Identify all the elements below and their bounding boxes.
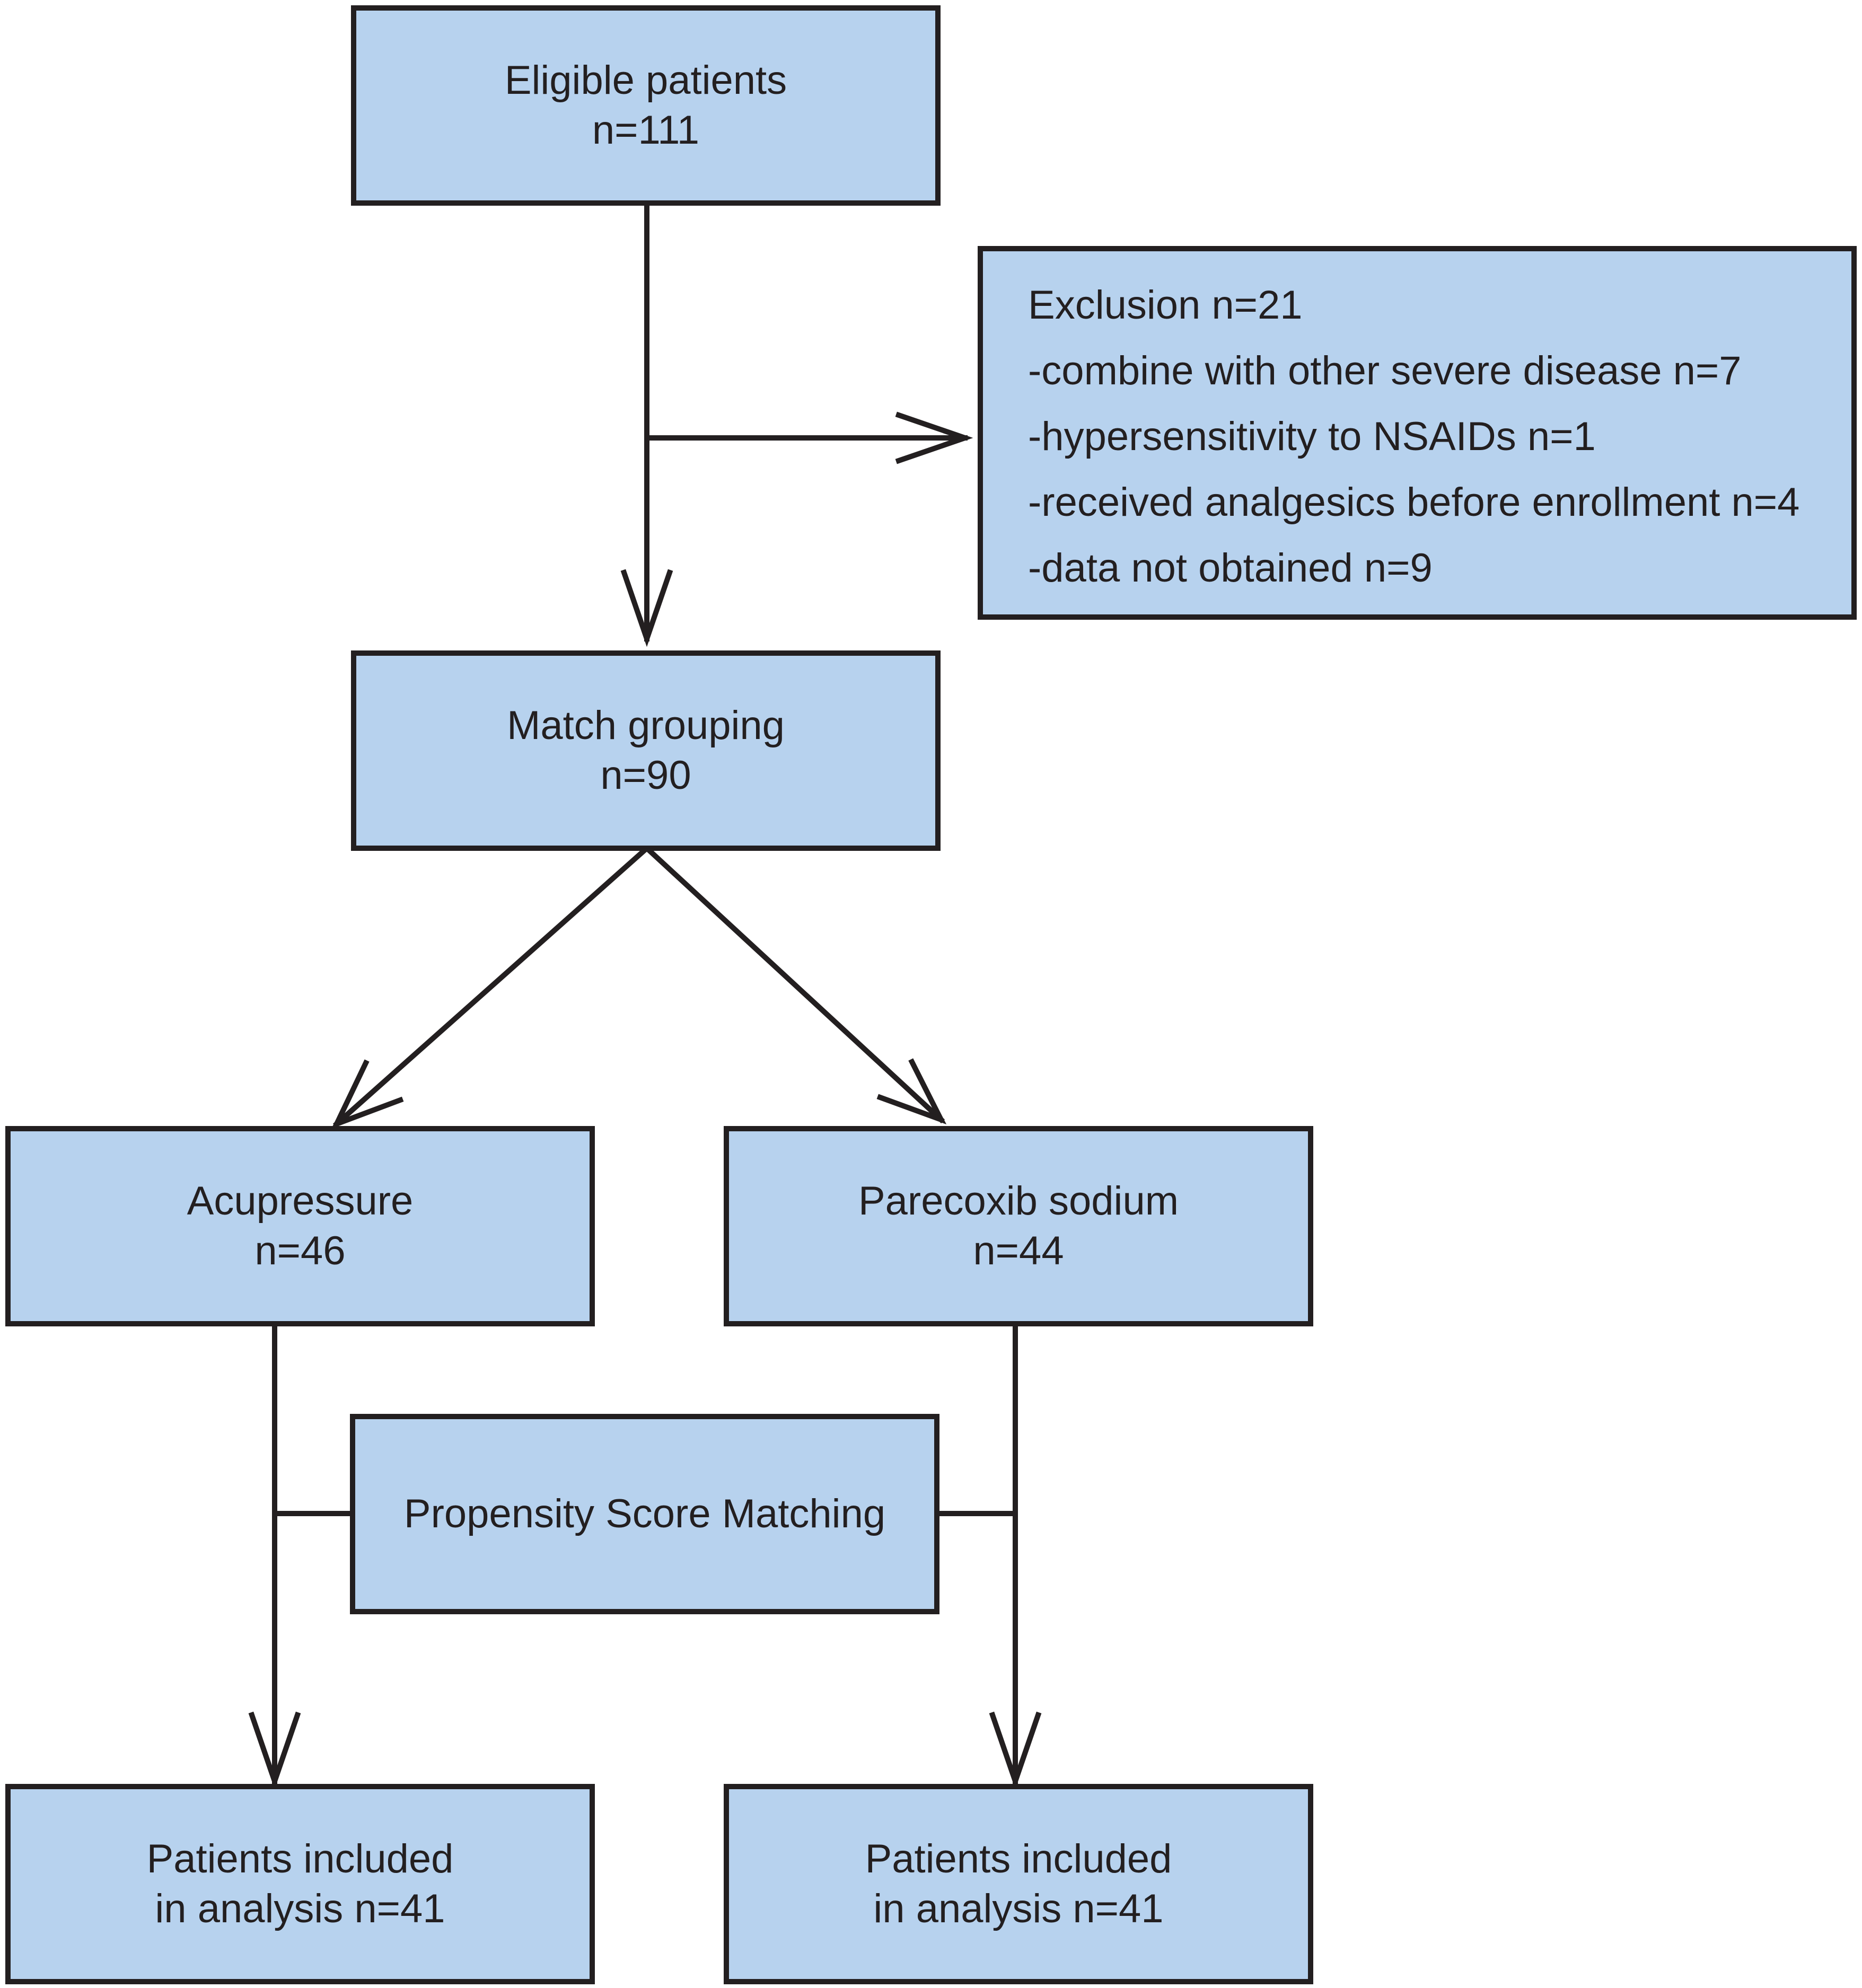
exclusion-item: -received analgesics before enrollment n… [1028,480,1800,525]
included-left-label: Patients included [146,1836,454,1881]
arrowhead-included-left [248,1711,301,1790]
arrowhead-exclusion [895,411,973,464]
exclusion-item: -hypersensitivity to NSAIDs n=1 [1028,414,1596,459]
eligible-patients-box: Eligible patients n=111 [351,5,941,206]
connector-match-to-acupressure [332,844,651,1128]
parecoxib-label: Parecoxib sodium [858,1178,1179,1224]
match-grouping-label: Match grouping [507,703,785,748]
parecoxib-count: n=44 [973,1228,1064,1273]
included-right-box: Patients included in analysis n=41 [724,1784,1313,1984]
acupressure-count: n=46 [254,1228,346,1273]
acupressure-label: Acupressure [187,1178,414,1224]
exclusion-item: -combine with other severe disease n=7 [1028,348,1742,393]
exclusion-item: -data not obtained n=9 [1028,546,1433,591]
propensity-score-matching-label: Propensity Score Matching [403,1491,886,1536]
arrowhead-acupressure [331,1059,404,1129]
propensity-score-matching-box: Propensity Score Matching [350,1414,939,1614]
arrowhead-included-right [989,1711,1042,1790]
exclusion-title: Exclusion n=21 [1028,283,1303,328]
acupressure-box: Acupressure n=46 [5,1126,595,1326]
included-left-count: in analysis n=41 [155,1886,445,1931]
exclusion-box: Exclusion n=21 -combine with other sever… [978,246,1857,620]
arrowhead-match [620,569,673,647]
arrowhead-parecoxib [876,1058,947,1125]
parecoxib-box: Parecoxib sodium n=44 [724,1126,1313,1326]
eligible-patients-label: Eligible patients [504,58,787,103]
eligible-patients-count: n=111 [592,108,700,153]
included-left-box: Patients included in analysis n=41 [5,1784,595,1984]
connector-match-to-parecoxib [643,844,945,1124]
included-right-count: in analysis n=41 [873,1886,1164,1931]
match-grouping-count: n=90 [600,753,691,798]
included-right-label: Patients included [865,1836,1172,1881]
match-grouping-box: Match grouping n=90 [351,650,941,851]
